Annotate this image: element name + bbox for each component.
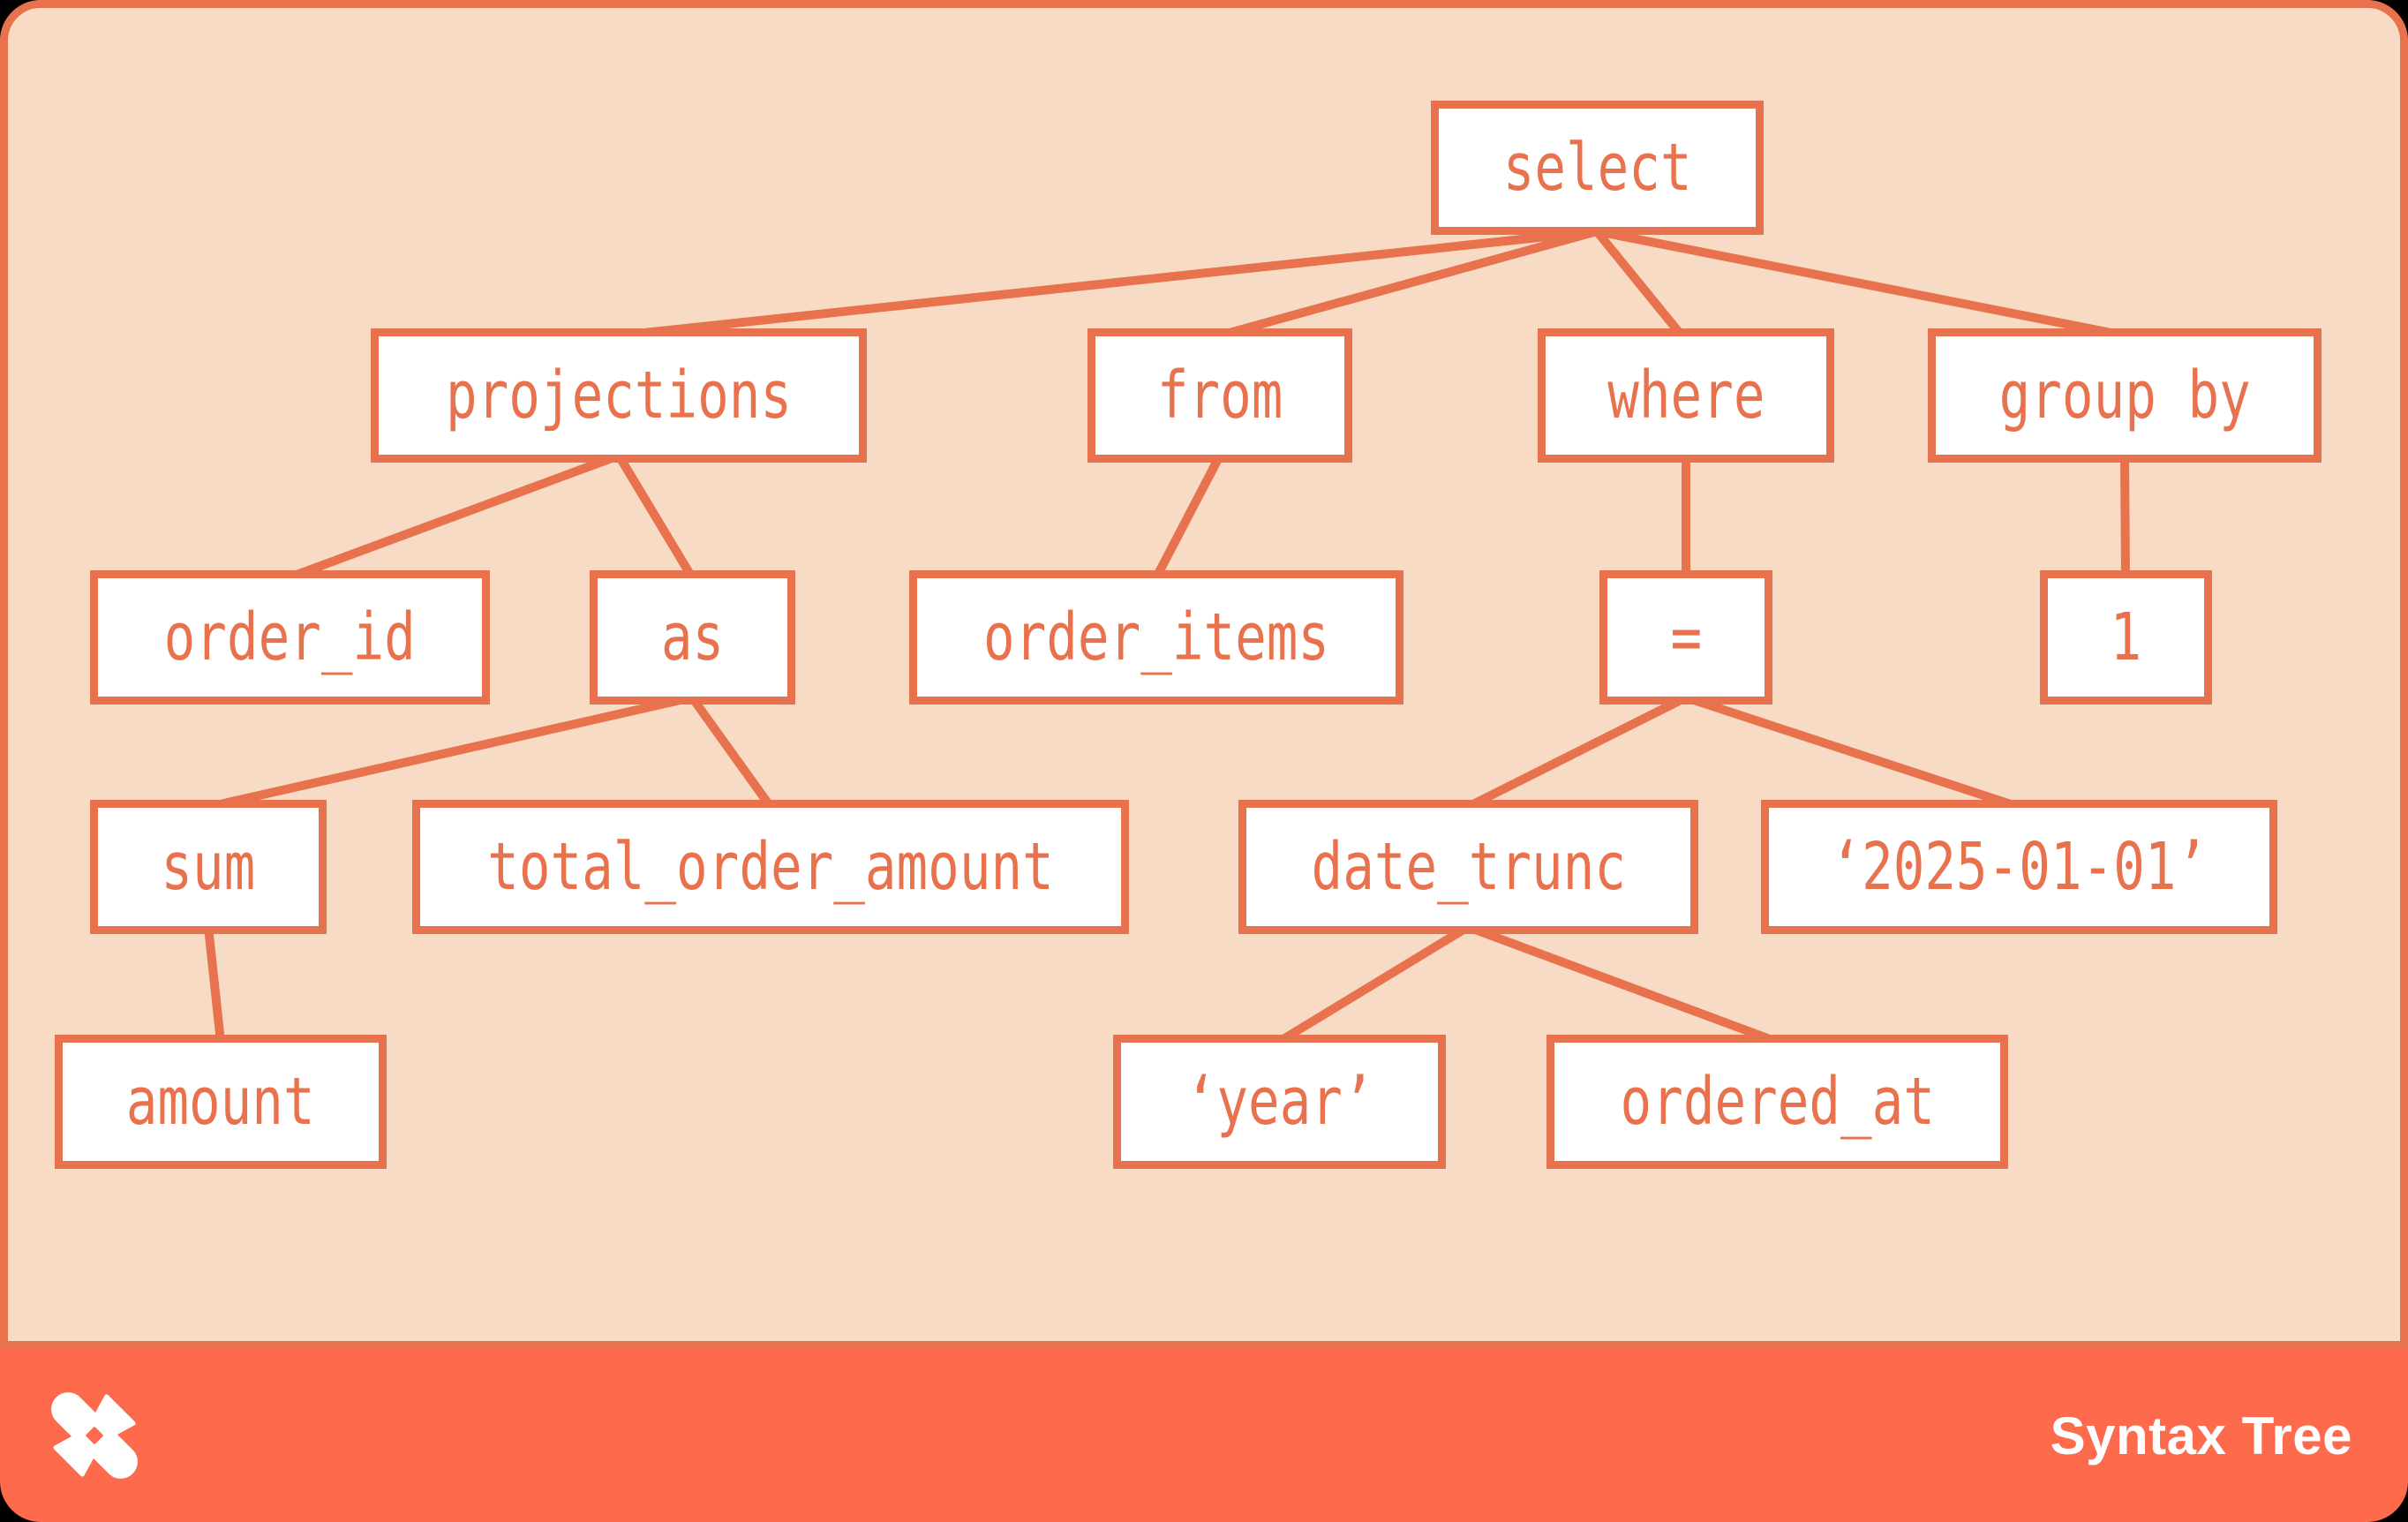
tree-node-amount: amount: [55, 1035, 387, 1169]
tree-node-group-by: group by: [1928, 328, 2321, 463]
tree-edge: [1684, 693, 2020, 811]
node-label: order_id: [163, 599, 417, 675]
node-label: 1: [2110, 599, 2142, 675]
footer-title: Syntax Tree: [2050, 1405, 2352, 1465]
tree-node-as: as: [590, 570, 795, 704]
tree-node-year-literal: ‘year’: [1113, 1035, 1446, 1169]
tree-node-one: 1: [2040, 570, 2212, 704]
node-label: date_trunc: [1311, 829, 1626, 905]
tree-node-where: where: [1538, 328, 1834, 463]
tree-node-sum: sum: [90, 800, 327, 934]
tree-edge: [207, 693, 694, 811]
tree-edge: [2120, 455, 2130, 578]
node-label: total_order_amount: [487, 829, 1054, 905]
tree-edge: [204, 926, 225, 1043]
tree-node-total-order-amount: total_order_amount: [412, 800, 1129, 934]
tree-edge: [1218, 227, 1599, 340]
tree-edge: [1593, 228, 1685, 339]
tree-node-equals: =: [1599, 570, 1772, 704]
tree-node-ordered-at: ordered_at: [1546, 1035, 2008, 1169]
tree-edge: [1276, 923, 1471, 1046]
tree-edge: [688, 695, 775, 810]
node-label: where: [1607, 358, 1765, 433]
tree-node-select: select: [1431, 101, 1764, 235]
node-label: as: [660, 599, 725, 675]
node-label: ordered_at: [1620, 1064, 1935, 1140]
node-label: amount: [126, 1064, 315, 1140]
footer-bar: Syntax Tree: [0, 1349, 2408, 1522]
node-label: group by: [1998, 358, 2251, 433]
tree-edge: [1152, 453, 1224, 580]
tree-edge: [618, 227, 1598, 340]
tree-edge: [1466, 923, 1779, 1046]
tree-node-order-id: order_id: [90, 570, 490, 704]
node-label: ‘year’: [1185, 1064, 1374, 1140]
tree-node-date-trunc: date_trunc: [1238, 800, 1698, 934]
tree-node-from: from: [1087, 328, 1352, 463]
node-label: order_items: [982, 599, 1330, 675]
tree-node-date-literal: ‘2025-01-01’: [1761, 800, 2277, 934]
tree-edge: [288, 451, 621, 582]
node-label: from: [1156, 358, 1283, 433]
dbt-logo-icon: [51, 1392, 138, 1479]
tree-edge: [614, 453, 696, 580]
node-label: sum: [161, 829, 256, 905]
node-label: projections: [445, 358, 793, 433]
tree-edge: [1465, 693, 1689, 811]
tree-edge: [1596, 227, 2126, 340]
tree-node-order-items: order_items: [909, 570, 1403, 704]
node-label: =: [1670, 599, 1702, 675]
tree-node-projections: projections: [371, 328, 867, 463]
node-label: select: [1502, 130, 1692, 206]
node-label: ‘2025-01-01’: [1830, 829, 2209, 905]
